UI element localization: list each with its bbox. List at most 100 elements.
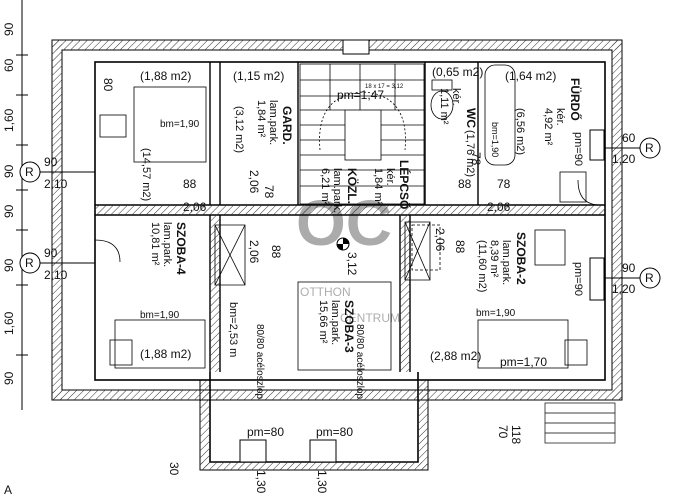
room-szoba4-sub: (14,57 m2) [140,148,152,201]
room-kozl-line1: lam.park. [331,168,343,213]
marker-r-4: R [25,256,34,270]
room-wc-line2: 1,11 m² [438,88,450,125]
dim-312: 3,12 [345,252,359,276]
bm-190-b: bm=1,90 [490,122,500,157]
bm-190-d: bm=1,90 [476,308,516,319]
dim-90-r: 90 [622,261,636,275]
left-dim-7: 1,60 [2,311,16,335]
pm-80-a: pm=80 [247,425,284,439]
dim-130-b: 1,30 [315,470,329,494]
room-lepcso-area: 1,84 m² [372,168,384,206]
dim-88-c: 88 [269,245,283,259]
room-gard-sub: (3,12 m2) [233,106,245,153]
dim-118: 118 [509,425,523,444]
left-dim-1: 90 [2,22,16,36]
room-gard-name: GARD. [280,106,294,145]
left-dim-8: 90 [2,371,16,385]
left-dim-3: 1,60 [2,108,16,132]
room-szoba2-sub: (11,60 m2) [476,240,488,292]
dim-90-l2: 90 [44,246,58,260]
room-kozl-name: KÖZL. [345,168,360,204]
room-szoba2-area: 8,39 m² [488,240,500,278]
dim-78-b: 78 [497,177,511,191]
dim-206-e: 2,06 [433,228,447,252]
room-furdo-sub: (6,56 m2) [514,108,526,155]
room-szoba4-line1: lam.park. [161,222,173,267]
dim-210-b: 2,10 [44,268,68,282]
dim-120-b: 1,20 [612,282,636,296]
dim-88-d: 88 [453,240,467,254]
left-dim-5: 90 [2,204,16,218]
area-115: (1,15 m2) [233,69,284,83]
bm-253: bm=2,53 m [227,302,239,357]
dim-206-b: 2,06 [487,200,511,214]
area-065: (0,65 m2) [432,65,483,79]
pm-170: pm=1,70 [500,355,547,369]
room-furdo-line1: kér. [554,108,566,126]
room-furdo-area: 4,92 m² [542,108,554,146]
steel-column-1: 80/80 acéloszlop [254,324,265,399]
room-wc-area: (1,76 m2) [464,130,476,177]
outer-walls [51,39,623,471]
room-szoba3-line1: lam.park. [329,300,341,345]
sheet-marker: A [4,483,12,497]
bm-190-c: bm=1,90 [140,310,180,321]
area-164: (1,64 m2) [505,69,556,83]
dim-210-a: 2,10 [44,177,68,191]
dim-78-c: 78 [469,152,483,166]
dim-88-a: 88 [183,177,197,191]
dim-30: 30 [167,462,181,476]
watermark-text-2: CENTRUM [340,311,400,325]
dim-88-b: 88 [458,177,472,191]
room-furdo-name: FÜRDŐ [568,78,583,121]
room-wc-name: WC [464,108,478,128]
room-szoba3-area: 15,66 m² [317,300,329,344]
watermark: OC OTTHON CENTRUM [296,187,400,325]
stair-formula: 18 x 17 = 3,12 [365,84,404,90]
dim-206-a: 2,06 [183,200,207,214]
room-szoba4-area: 10,81 m² [149,222,161,266]
dim-80: 80 [101,78,115,92]
dim-120-a: 1,20 [612,152,636,166]
room-szoba2-line1: lam.park. [500,240,512,285]
pm-147: pm=1,47 [337,88,384,102]
dim-130-a: 1,30 [254,470,268,494]
dim-206-c: 2,06 [247,170,261,194]
pm-90-b: pm=90 [572,262,584,296]
room-szoba2-name: SZOBA-2 [514,232,528,285]
marker-r-3: R [25,165,34,179]
dim-90-l1: 90 [44,155,58,169]
dim-60: 60 [622,131,636,145]
left-dimension-chain: 90 60 1,60 90 90 90 1,60 90 [2,0,28,410]
watermark-text-1: OTTHON [300,285,351,299]
dim-70: 70 [496,425,510,439]
pm-80-b: pm=80 [316,425,353,439]
exterior-stair [544,402,616,444]
svg-text:OC: OC [296,187,392,259]
steel-column-2: 80/80 acéloszlop [354,324,365,399]
room-wc-line1: kér. [450,88,462,106]
interior-walls [95,62,605,372]
room-gard-area: 1,84 m² [255,100,267,138]
room-szoba3-name: SZOBA-3 [342,300,356,353]
area-188-b: (1,88 m2) [140,347,191,361]
area-288: (2,88 m2) [430,349,481,363]
room-szoba4-name: SZOBA-4 [174,222,188,275]
section-markers: R R R R 60 1,20 90 1,20 90 2,10 90 2,10 [19,131,661,296]
room-lepcso-line1: kér. [384,168,396,186]
bm-190-a: bm=1,90 [160,119,200,130]
area-188: (1,88 m2) [140,69,191,83]
left-dim-6: 90 [2,258,16,272]
roof-windows [239,39,605,463]
left-dim-4: 90 [2,164,16,178]
marker-r-1: R [645,141,654,155]
left-dim-2: 60 [2,58,16,72]
fixtures [94,64,601,371]
room-kozl-area: 6,21 m² [319,168,331,206]
level-marker-icon [336,237,350,251]
marker-r-2: R [645,271,654,285]
pm-90-a: pm=90 [572,132,584,166]
room-lepcso-name: LÉPCSŐ [397,160,412,209]
